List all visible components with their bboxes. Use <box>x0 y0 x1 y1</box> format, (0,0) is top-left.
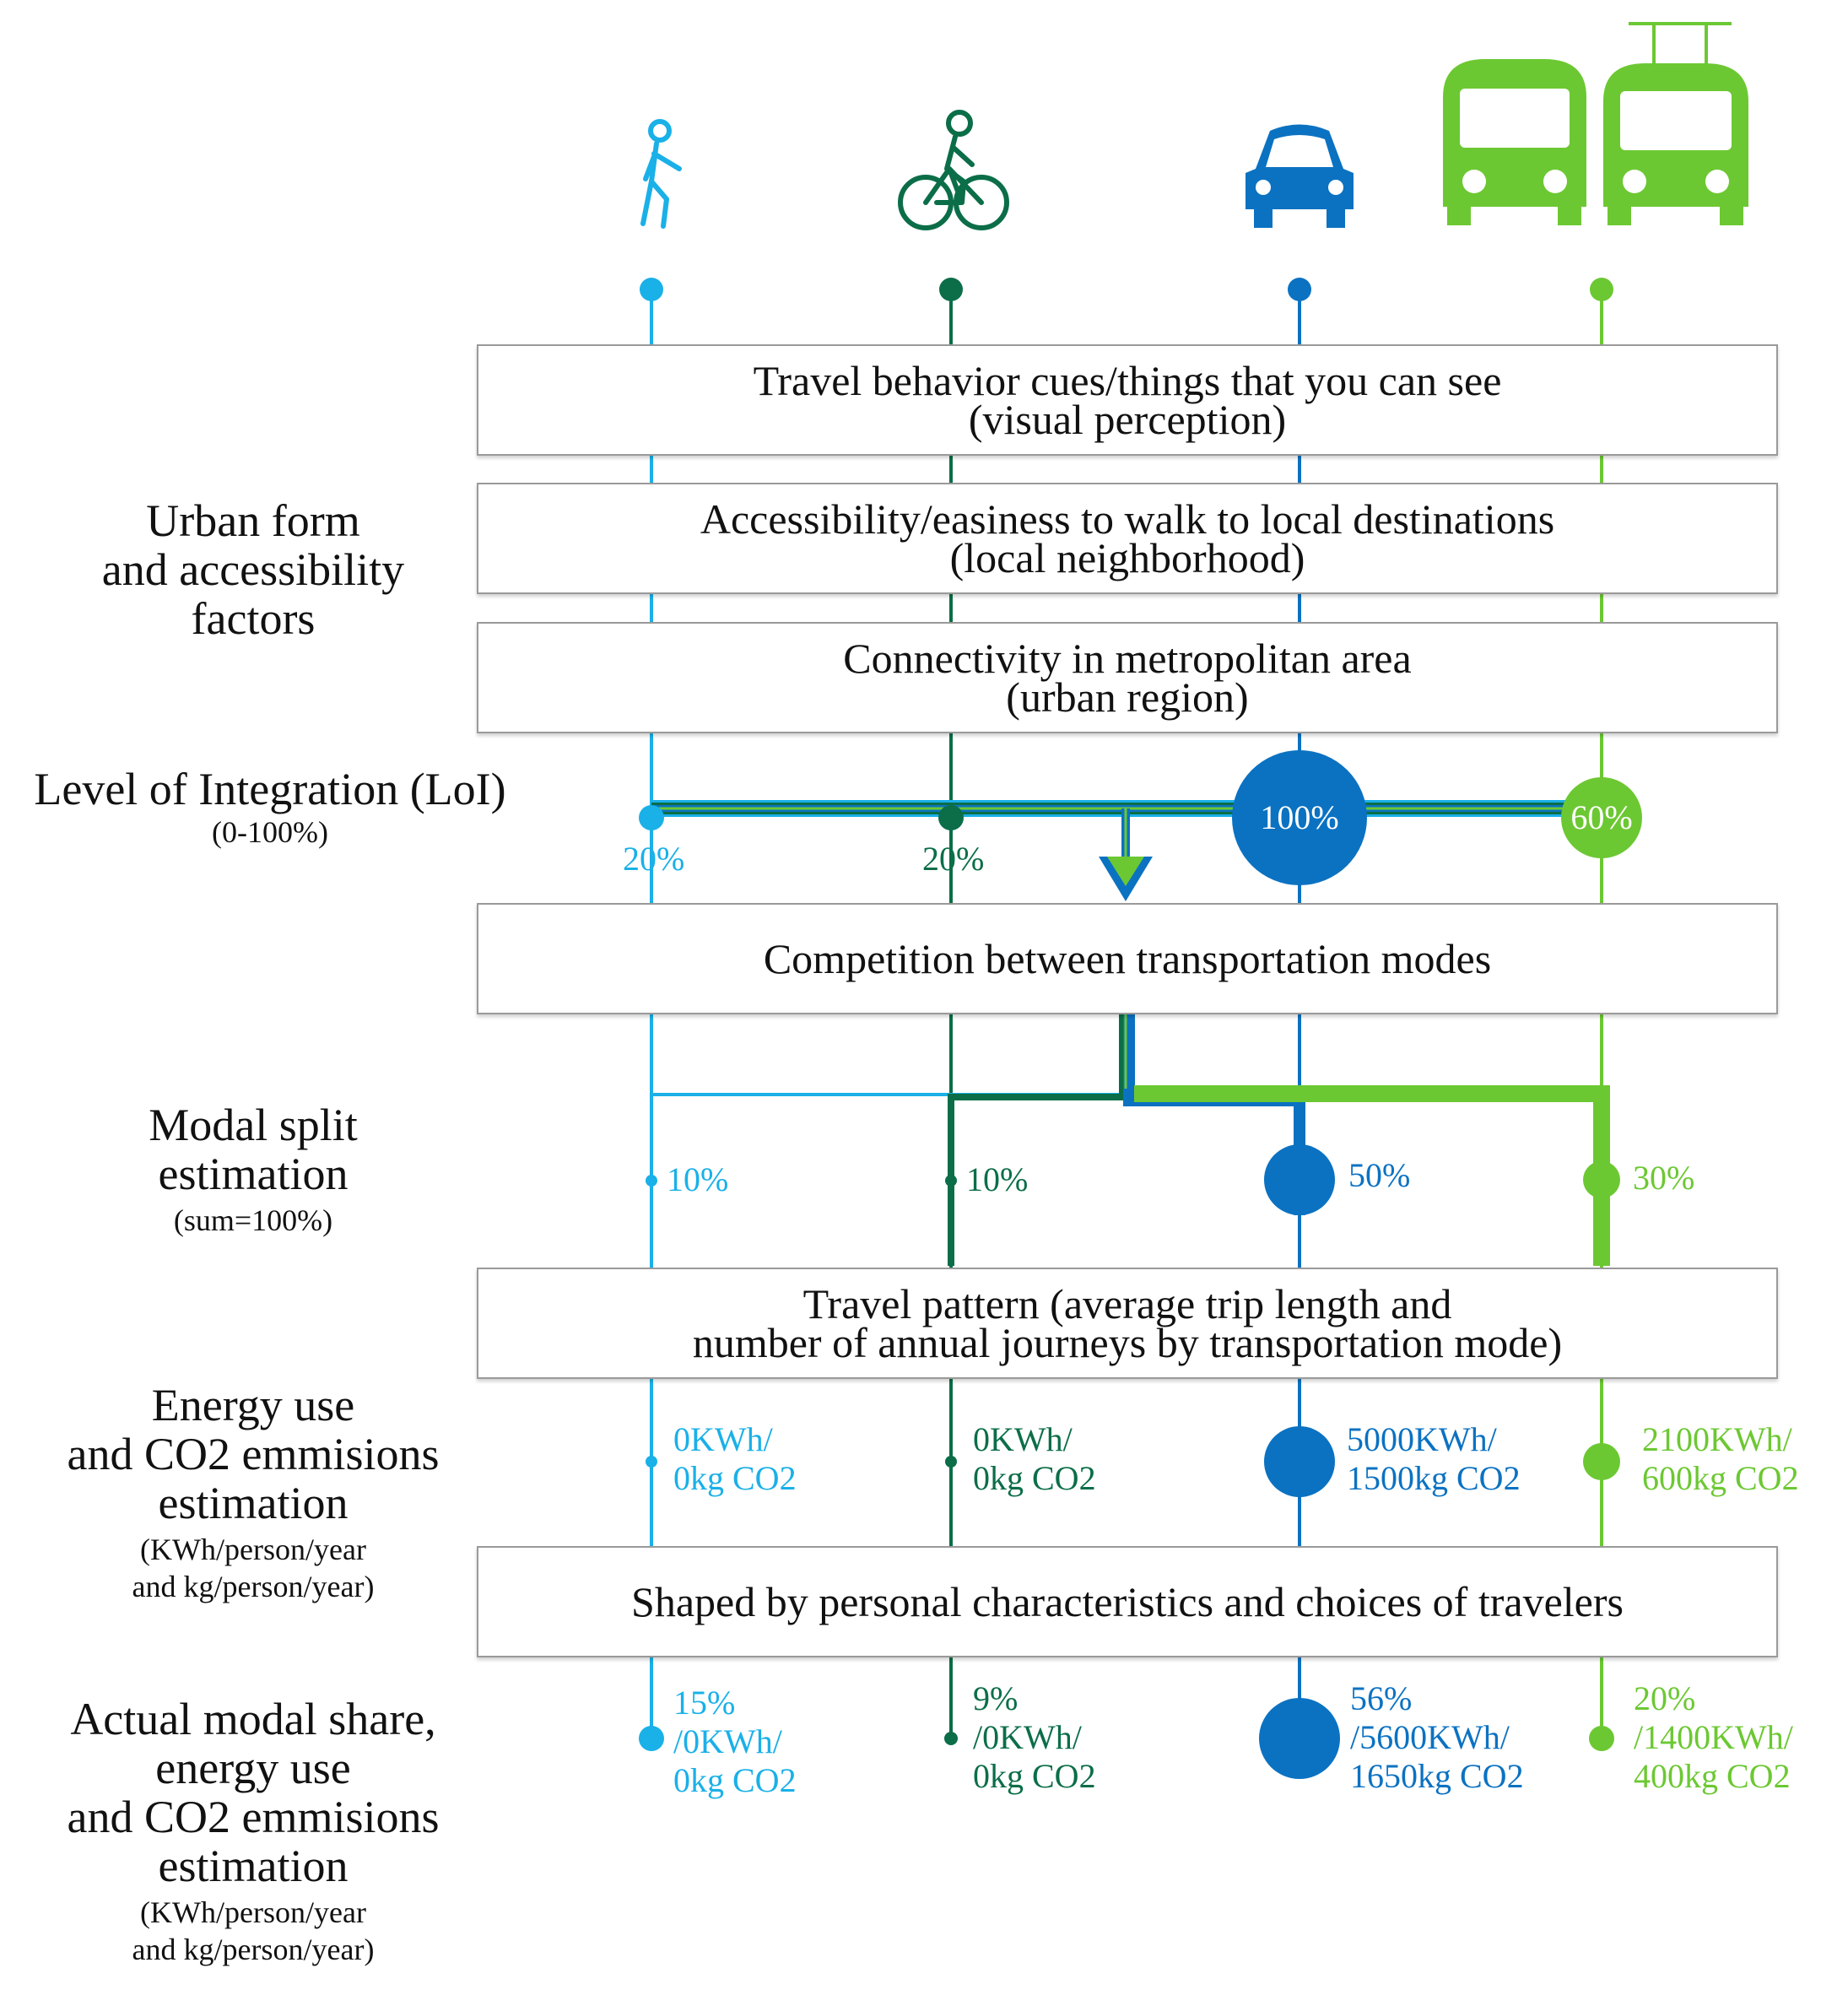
transit-loi-value: 60% <box>1570 798 1633 836</box>
bike-split-marker <box>945 1175 957 1187</box>
car-loi-value: 100% <box>1260 798 1339 836</box>
transit-split-marker <box>1583 1161 1620 1198</box>
cyclist-icon <box>898 110 1009 230</box>
walk-loi-marker <box>639 805 664 830</box>
bike-loi-value: 20% <box>922 840 985 878</box>
actual-markers <box>639 1698 1614 1779</box>
loi-label-main: Level of Integration (LoI) <box>34 764 506 814</box>
transit-actual-marker <box>1589 1726 1614 1751</box>
transit-split-value: 30% <box>1633 1159 1695 1197</box>
actual-label-main: Actual modal share, energy use and CO2 e… <box>67 1694 440 1891</box>
bike-pin <box>939 278 963 301</box>
walk-actual-value: 15% /0KWh/ 0kg CO2 <box>673 1684 797 1799</box>
transit-energy-marker <box>1583 1443 1620 1480</box>
personal-characteristics-box: Shaped by personal characteristics and c… <box>477 1546 1778 1657</box>
split-markers <box>646 1144 1620 1215</box>
car-energy-value: 5000KWh/ 1500kg CO2 <box>1347 1420 1521 1497</box>
top-pins <box>640 278 1613 301</box>
travel-pattern-box: Travel pattern (average trip length and … <box>477 1268 1778 1379</box>
urban-region-box: Connectivity in metropolitan area (urban… <box>477 622 1778 733</box>
walk-energy-marker <box>646 1456 657 1468</box>
energy-label: Energy use and CO2 emmisions estimation … <box>17 1381 489 1605</box>
urban-form-label-main: Urban form and accessibility factors <box>101 495 405 644</box>
car-loi-marker <box>1232 750 1367 885</box>
car-energy-marker <box>1264 1426 1335 1497</box>
bike-actual-marker <box>944 1732 958 1745</box>
pedestrian-icon <box>640 119 682 229</box>
competition-box: Competition between transportation modes <box>477 903 1778 1014</box>
modal-split-label-main: Modal split estimation <box>149 1100 358 1199</box>
bike-energy-marker <box>945 1456 957 1468</box>
split-branches <box>650 1013 1610 1266</box>
transit-pin <box>1590 278 1613 301</box>
bike-actual-value: 9% /0KWh/ 0kg CO2 <box>973 1679 1096 1795</box>
actual-label-sub: (KWh/person/year and kg/person/year) <box>132 1895 375 1966</box>
loi-markers <box>639 750 1642 885</box>
modal-split-label: Modal split estimation (sum=100%) <box>34 1100 473 1239</box>
energy-markers <box>646 1426 1620 1497</box>
loi-label-sub: (0-100%) <box>212 815 328 849</box>
car-actual-marker <box>1259 1698 1340 1779</box>
transit-energy-value: 2100KWh/ 600kg CO2 <box>1642 1420 1799 1497</box>
bus-icon <box>1443 59 1586 225</box>
bike-loi-marker <box>938 805 964 830</box>
urban-form-label: Urban form and accessibility factors <box>34 496 473 643</box>
modal-split-label-sub: (sum=100%) <box>173 1203 333 1237</box>
loi-label: Level of Integration (LoI) (0-100%) <box>0 765 540 851</box>
energy-label-sub: (KWh/person/year and kg/person/year) <box>132 1533 375 1603</box>
car-pin <box>1288 278 1311 301</box>
walk-pin <box>640 278 663 301</box>
walk-energy-value: 0KWh/ 0kg CO2 <box>673 1420 797 1497</box>
visual-perception-box: Travel behavior cues/things that you can… <box>477 344 1778 456</box>
walk-split-marker <box>646 1175 657 1187</box>
car-actual-value: 56% /5600KWh/ 1650kg CO2 <box>1350 1679 1524 1795</box>
car-split-value: 50% <box>1348 1156 1411 1194</box>
car-icon <box>1246 124 1354 228</box>
trolleybus-icon <box>1603 22 1748 225</box>
transit-loi-marker <box>1561 777 1642 858</box>
walk-split-value: 10% <box>667 1160 729 1198</box>
transit-actual-value: 20% /1400KWh/ 400kg CO2 <box>1634 1679 1793 1795</box>
actual-label: Actual modal share, energy use and CO2 e… <box>17 1695 489 1968</box>
car-split-marker <box>1264 1144 1335 1215</box>
bike-energy-value: 0KWh/ 0kg CO2 <box>973 1420 1096 1497</box>
bike-split-value: 10% <box>966 1160 1029 1198</box>
energy-label-main: Energy use and CO2 emmisions estimation <box>67 1380 440 1528</box>
loi-bar <box>651 800 1602 901</box>
local-neighborhood-box: Accessibility/easiness to walk to local … <box>477 483 1778 594</box>
walk-loi-value: 20% <box>623 840 685 878</box>
walk-actual-marker <box>639 1726 664 1751</box>
